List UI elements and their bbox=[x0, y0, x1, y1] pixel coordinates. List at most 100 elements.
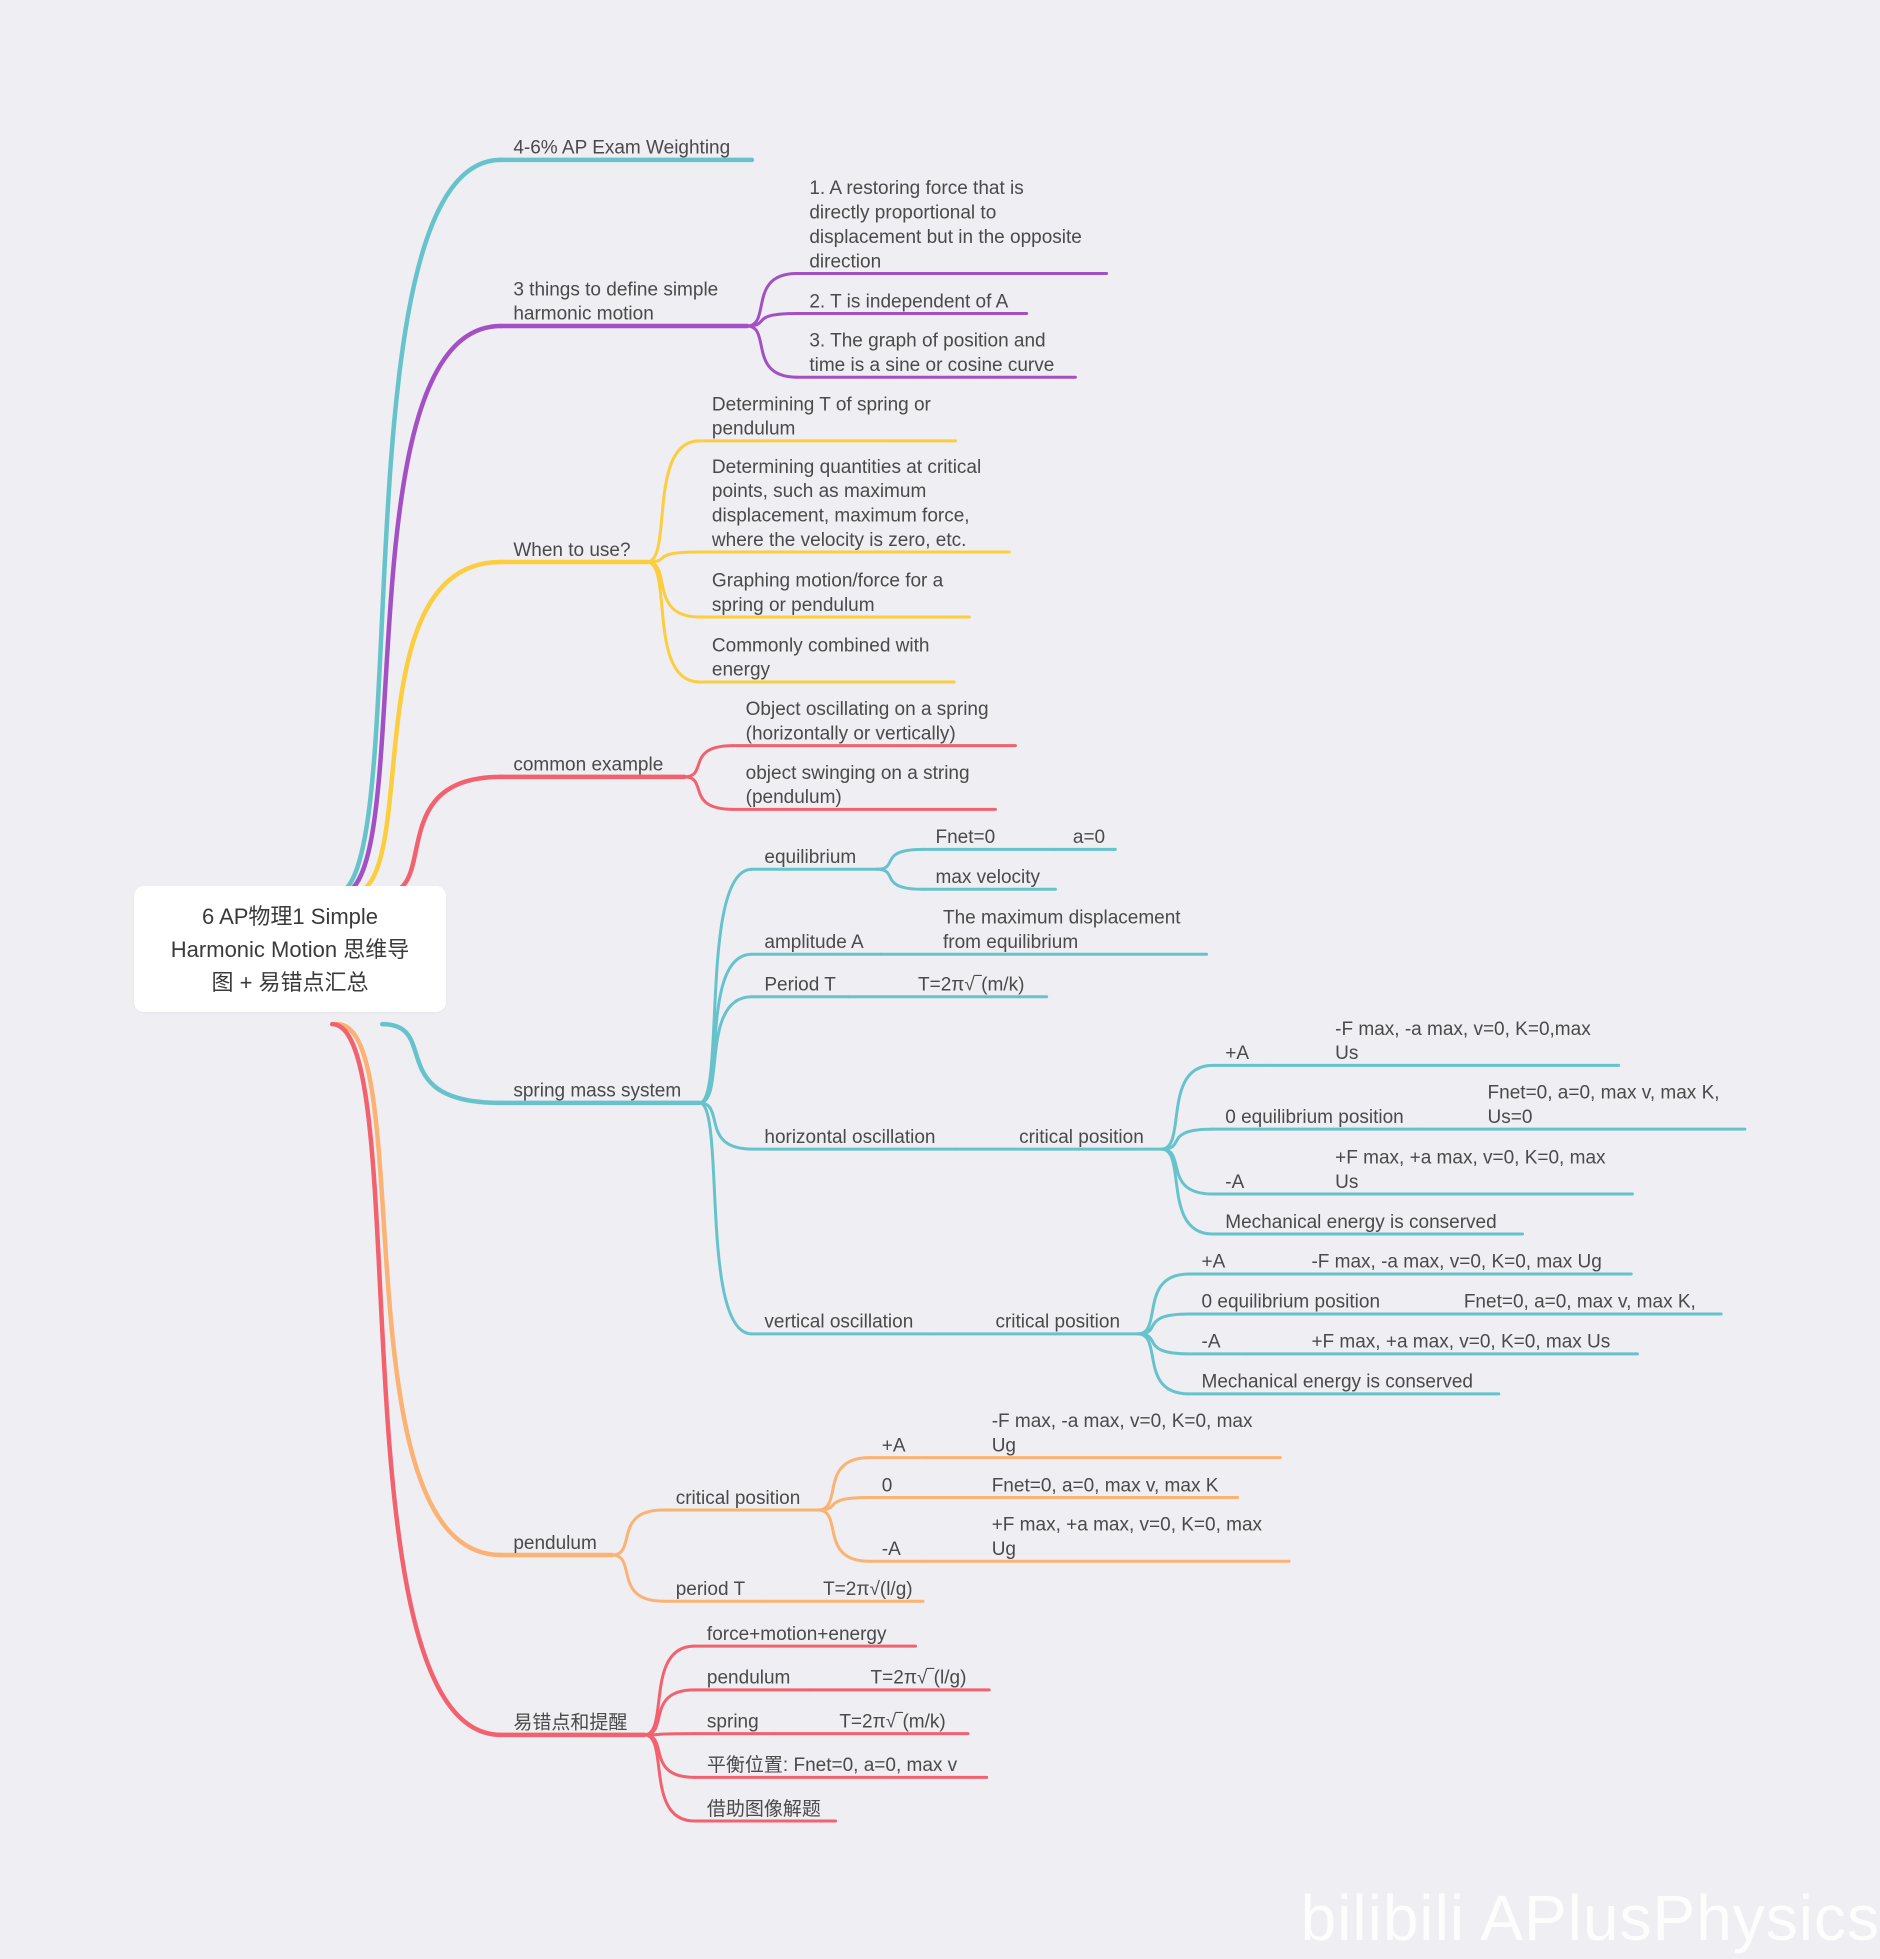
node-when-3-line-1[interactable]: Graphing motion/force for a bbox=[712, 570, 944, 591]
node-when-1-line-2[interactable]: pendulum bbox=[712, 419, 795, 440]
node-sms-eq-1[interactable]: Fnet=0 bbox=[936, 827, 996, 848]
node-sms-ver-na[interactable]: -A bbox=[1202, 1332, 1221, 1353]
node-sms-hor-pa-v-line-1[interactable]: -F max, -a max, v=0, K=0,max bbox=[1335, 1019, 1591, 1040]
connector-sms-ver-pa bbox=[1136, 1272, 1191, 1336]
connector-sms-eq-2 bbox=[875, 867, 925, 891]
node-pend-per[interactable]: period T bbox=[676, 1579, 746, 1600]
node-define-1-line-4[interactable]: direction bbox=[809, 251, 881, 272]
node-when-3-line-2[interactable]: spring or pendulum bbox=[712, 595, 875, 616]
node-sms-ver-pa-v[interactable]: -F max, -a max, v=0, K=0, max Ug bbox=[1311, 1252, 1601, 1273]
node-sms-ver-cp[interactable]: critical position bbox=[995, 1312, 1120, 1333]
root-topic[interactable]: 6 AP物理1 Simple Harmonic Motion 思维导 图 + 易… bbox=[134, 886, 446, 1012]
node-tips-1[interactable]: force+motion+energy bbox=[707, 1624, 887, 1645]
node-sms-hor[interactable]: horizontal oscillation bbox=[764, 1127, 935, 1148]
node-sms[interactable]: spring mass system bbox=[513, 1081, 681, 1102]
node-pend-pa[interactable]: +A bbox=[882, 1435, 906, 1456]
node-pend-na-v-line-1[interactable]: +F max, +a max, v=0, K=0, max bbox=[992, 1515, 1263, 1536]
node-sms-amp[interactable]: amplitude A bbox=[764, 932, 864, 953]
node-example-2-line-2[interactable]: (pendulum) bbox=[746, 787, 842, 808]
node-define-1-line-3[interactable]: displacement but in the opposite bbox=[809, 227, 1082, 248]
node-define-line-1[interactable]: 3 things to define simple bbox=[513, 279, 718, 300]
connector-when-4 bbox=[645, 560, 701, 684]
connector-sms-hor-eq bbox=[1160, 1127, 1215, 1151]
node-when-4-line-1[interactable]: Commonly combined with bbox=[712, 635, 930, 656]
node-pend[interactable]: pendulum bbox=[513, 1533, 596, 1554]
node-pend-na[interactable]: -A bbox=[882, 1539, 901, 1560]
node-sms-hor-eq-v-line-1[interactable]: Fnet=0, a=0, max v, max K, bbox=[1488, 1083, 1720, 1104]
node-pend-na-v-line-2[interactable]: Ug bbox=[992, 1539, 1016, 1560]
branch-curve-pend bbox=[334, 1021, 504, 1558]
node-example-1-line-2[interactable]: (horizontally or vertically) bbox=[746, 723, 956, 744]
node-sms-hor-na-v-line-2[interactable]: Us bbox=[1335, 1172, 1358, 1193]
node-when-2-line-1[interactable]: Determining quantities at critical bbox=[712, 457, 981, 478]
connector-pend-pa bbox=[816, 1456, 871, 1512]
node-pend-pa-v-line-2[interactable]: Ug bbox=[992, 1435, 1016, 1456]
node-when-4-line-2[interactable]: energy bbox=[712, 660, 771, 681]
node-pend-cp[interactable]: critical position bbox=[676, 1488, 801, 1509]
node-example[interactable]: common example bbox=[513, 755, 663, 776]
node-tips-3[interactable]: spring bbox=[707, 1711, 759, 1732]
node-when-2-line-4[interactable]: where the velocity is zero, etc. bbox=[711, 530, 967, 551]
node-sms-hor-eq[interactable]: 0 equilibrium position bbox=[1225, 1107, 1404, 1128]
node-example-1-line-1[interactable]: Object oscillating on a spring bbox=[746, 699, 989, 720]
node-when-2-line-2[interactable]: points, such as maximum bbox=[712, 481, 926, 502]
branch-curve-sms bbox=[379, 1021, 504, 1106]
node-pend-0-v[interactable]: Fnet=0, a=0, max v, max K bbox=[992, 1475, 1219, 1496]
connector-define-2 bbox=[745, 312, 799, 328]
node-sms-hor-pa-v-line-2[interactable]: Us bbox=[1335, 1043, 1358, 1064]
connector-when-1 bbox=[645, 439, 701, 564]
node-sms-eq-1a[interactable]: a=0 bbox=[1073, 827, 1105, 848]
connector-when-2 bbox=[645, 550, 701, 564]
root-line-1: 6 AP物理1 Simple bbox=[201, 903, 379, 929]
node-sms-hor-pa[interactable]: +A bbox=[1225, 1043, 1249, 1064]
node-sms-hor-eq-v-line-2[interactable]: Us=0 bbox=[1488, 1107, 1533, 1128]
node-sms-hor-me[interactable]: Mechanical energy is conserved bbox=[1225, 1212, 1496, 1233]
node-sms-amp-1-line-2[interactable]: from equilibrium bbox=[943, 932, 1078, 953]
node-sms-ver-eq[interactable]: 0 equilibrium position bbox=[1202, 1292, 1381, 1313]
node-sms-hor-na-v-line-1[interactable]: +F max, +a max, v=0, K=0, max bbox=[1335, 1147, 1606, 1168]
connector-sms-amp bbox=[697, 952, 754, 1105]
node-when[interactable]: When to use? bbox=[513, 540, 630, 561]
node-sms-ver-eq-v[interactable]: Fnet=0, a=0, max v, max K, bbox=[1464, 1292, 1696, 1313]
node-sms-hor-na[interactable]: -A bbox=[1225, 1172, 1244, 1193]
connector-sms-per bbox=[697, 995, 754, 1105]
node-tips-5[interactable]: 借助图像解题 bbox=[707, 1798, 821, 1820]
connector-pend-na bbox=[816, 1508, 871, 1563]
connector-example-2 bbox=[682, 775, 735, 811]
node-sms-ver-pa[interactable]: +A bbox=[1202, 1252, 1226, 1273]
node-sms-ver[interactable]: vertical oscillation bbox=[764, 1312, 913, 1333]
node-sms-amp-1-line-1[interactable]: The maximum displacement bbox=[943, 908, 1181, 929]
node-define-line-2[interactable]: harmonic motion bbox=[513, 304, 653, 325]
node-sms-ver-na-v[interactable]: +F max, +a max, v=0, K=0, max Us bbox=[1311, 1332, 1610, 1353]
root-line-2: Harmonic Motion 思维导 bbox=[170, 936, 410, 962]
node-sms-eq-2[interactable]: max velocity bbox=[936, 867, 1041, 888]
node-tips-3-v[interactable]: T=2π√‾(m/k) bbox=[839, 1711, 945, 1732]
node-tips-2[interactable]: pendulum bbox=[707, 1668, 790, 1689]
node-when-2-line-3[interactable]: displacement, maximum force, bbox=[712, 505, 970, 526]
node-pend-per-v[interactable]: T=2π√(l/g) bbox=[823, 1579, 913, 1600]
branch-curve-example bbox=[379, 774, 504, 897]
node-define-1-line-1[interactable]: 1. A restoring force that is bbox=[809, 178, 1023, 199]
node-sms-per-1[interactable]: T=2π√‾(m/k) bbox=[918, 974, 1024, 995]
node-tips-4[interactable]: 平衡位置: Fnet=0, a=0, max v bbox=[707, 1754, 958, 1776]
node-pend-0[interactable]: 0 bbox=[882, 1475, 893, 1496]
node-sms-eq[interactable]: equilibrium bbox=[764, 847, 856, 868]
node-example-2-line-1[interactable]: object swinging on a string bbox=[746, 763, 970, 784]
node-when-1-line-1[interactable]: Determining T of spring or bbox=[712, 394, 932, 415]
node-sms-hor-cp[interactable]: critical position bbox=[1019, 1127, 1144, 1148]
node-tips[interactable]: 易错点和提醒 bbox=[513, 1712, 627, 1734]
connector-sms-eq-1 bbox=[875, 847, 925, 871]
node-define-1-line-2[interactable]: directly proportional to bbox=[809, 203, 996, 224]
connector-tips-5 bbox=[642, 1733, 696, 1823]
node-define-3-line-2[interactable]: time is a sine or cosine curve bbox=[809, 355, 1054, 376]
node-define-2[interactable]: 2. T is independent of A bbox=[809, 291, 1008, 312]
branch-curve-weighting bbox=[332, 157, 504, 897]
node-define-3-line-1[interactable]: 3. The graph of position and bbox=[809, 331, 1045, 352]
node-tips-2-v[interactable]: T=2π√‾(l/g) bbox=[871, 1668, 967, 1689]
node-pend-pa-v-line-1[interactable]: -F max, -a max, v=0, K=0, max bbox=[992, 1411, 1253, 1432]
node-sms-per[interactable]: Period T bbox=[764, 974, 836, 995]
connector-example-1 bbox=[682, 744, 735, 779]
node-sms-ver-me[interactable]: Mechanical energy is conserved bbox=[1202, 1372, 1473, 1393]
node-weighting[interactable]: 4-6% AP Exam Weighting bbox=[513, 138, 730, 159]
